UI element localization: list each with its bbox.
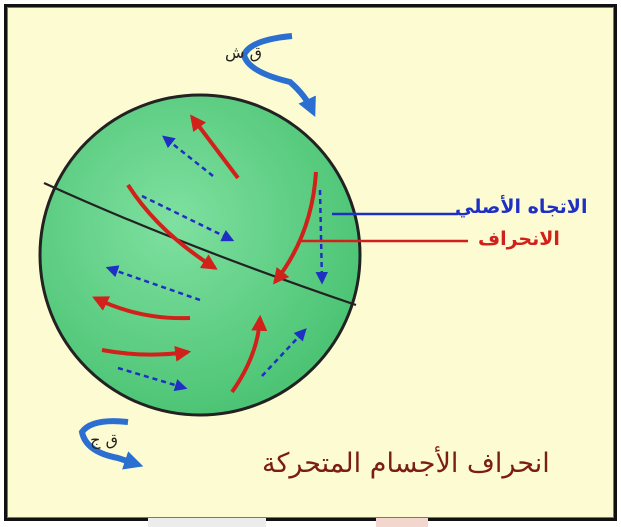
north-rotation-arrow <box>240 33 316 117</box>
original-direction-arrow <box>117 366 188 392</box>
deflection-label: الانحراف <box>478 228 560 250</box>
equator-line <box>43 181 357 307</box>
south-pole-label: ق ج <box>90 430 118 450</box>
footer-strip <box>148 518 266 527</box>
deflection-arrow <box>230 314 268 394</box>
original-direction-arrow <box>261 328 307 377</box>
original-direction-label: الاتجاه الأصلي <box>455 196 588 218</box>
original-direction-arrow <box>105 265 201 302</box>
deflection-arrow <box>273 171 318 285</box>
globe <box>38 93 362 417</box>
original-direction-arrow <box>315 189 329 285</box>
north-pole-label: ق ش <box>225 43 262 62</box>
original-direction-arrow <box>162 135 214 177</box>
diagram-caption: انحراف الأجسام المتحركة <box>262 448 550 479</box>
footer-strip <box>376 518 428 527</box>
south-rotation-arrow <box>78 418 144 470</box>
deflection-arrow <box>190 114 240 180</box>
deflection-arrow <box>126 183 218 270</box>
deflection-arrow <box>92 296 191 321</box>
original-direction-arrow <box>141 194 235 242</box>
deflection-arrow <box>101 345 192 362</box>
